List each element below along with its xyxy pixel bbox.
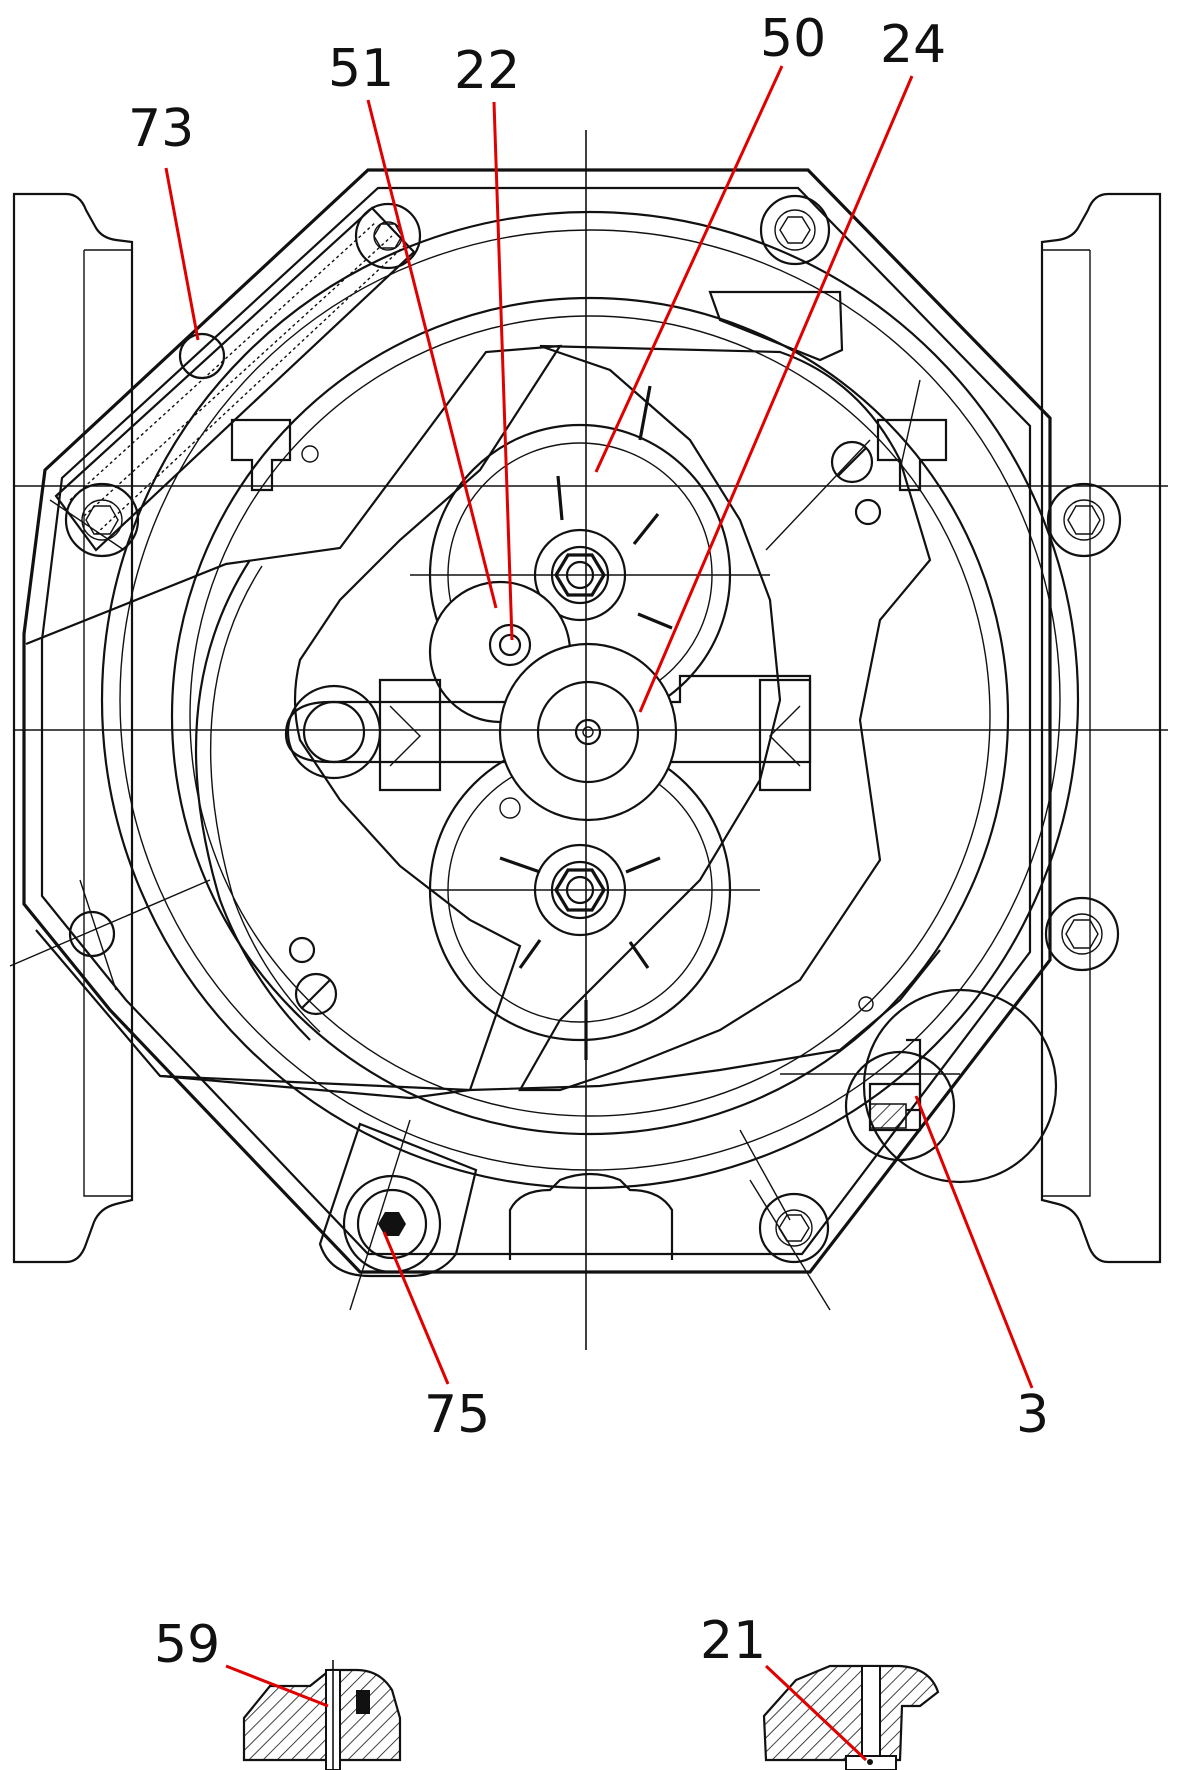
left-swing-arc-2 <box>209 565 321 1033</box>
small-pins <box>288 445 882 1012</box>
detail-59-seal <box>356 1690 370 1714</box>
detail-21: 21 <box>700 1611 940 1770</box>
detail-21-point <box>867 1759 873 1765</box>
label-22: 22 <box>454 41 520 101</box>
label-3: 3 <box>1016 1385 1049 1445</box>
hole-73 <box>178 332 226 380</box>
centre-lines <box>9 130 1168 1350</box>
bolt-top-left <box>354 202 422 270</box>
outer-bore-inner <box>119 229 1061 1171</box>
bracket-left <box>230 418 292 492</box>
guide-rail <box>54 206 416 552</box>
left-lever-plate <box>25 344 563 1100</box>
housing-outline <box>22 168 1052 1274</box>
label-51: 51 <box>328 39 394 99</box>
label-59: 59 <box>154 1615 220 1675</box>
screw-left <box>294 972 338 1016</box>
bolt-right <box>1046 482 1122 558</box>
bolt-top-right <box>759 194 831 266</box>
leader-3 <box>914 1095 1034 1389</box>
leader-75 <box>382 1231 450 1385</box>
bolt-right-lower <box>1044 896 1120 972</box>
leader-50 <box>594 65 784 473</box>
inner-bore <box>170 296 1010 1136</box>
pivot-75 <box>318 1122 478 1278</box>
label-24: 24 <box>880 15 946 75</box>
main-assembly-view: 73 51 22 50 24 75 3 <box>9 9 1168 1445</box>
left-swing-arc <box>194 559 311 1041</box>
center-gear-24 <box>498 642 678 822</box>
label-75: 75 <box>424 1385 490 1445</box>
right-mounting-flange <box>1040 192 1162 1264</box>
detail-59: 59 <box>154 1615 402 1770</box>
bracket-right <box>876 418 948 492</box>
leader-24 <box>638 75 914 713</box>
label-21: 21 <box>700 1611 766 1671</box>
inner-bore-ring <box>189 315 991 1117</box>
leader-21 <box>764 1664 868 1762</box>
outer-bore <box>100 210 1080 1190</box>
leader-22 <box>492 101 514 641</box>
leader-51 <box>366 99 498 609</box>
label-50: 50 <box>760 9 826 69</box>
detail-21-bolt <box>861 1665 881 1761</box>
leader-73 <box>164 167 200 341</box>
left-mounting-flange <box>12 192 134 1264</box>
screw-right <box>830 440 874 484</box>
bolt-left <box>64 482 140 558</box>
leader-59 <box>225 1664 329 1708</box>
detent-3 <box>844 988 1058 1184</box>
detail-21-body <box>762 1664 940 1762</box>
label-73: 73 <box>128 99 194 159</box>
lower-plate <box>159 949 941 1092</box>
bottom-lobe <box>508 1172 674 1260</box>
pin-left <box>68 910 116 958</box>
leader-lines <box>164 65 1034 1389</box>
